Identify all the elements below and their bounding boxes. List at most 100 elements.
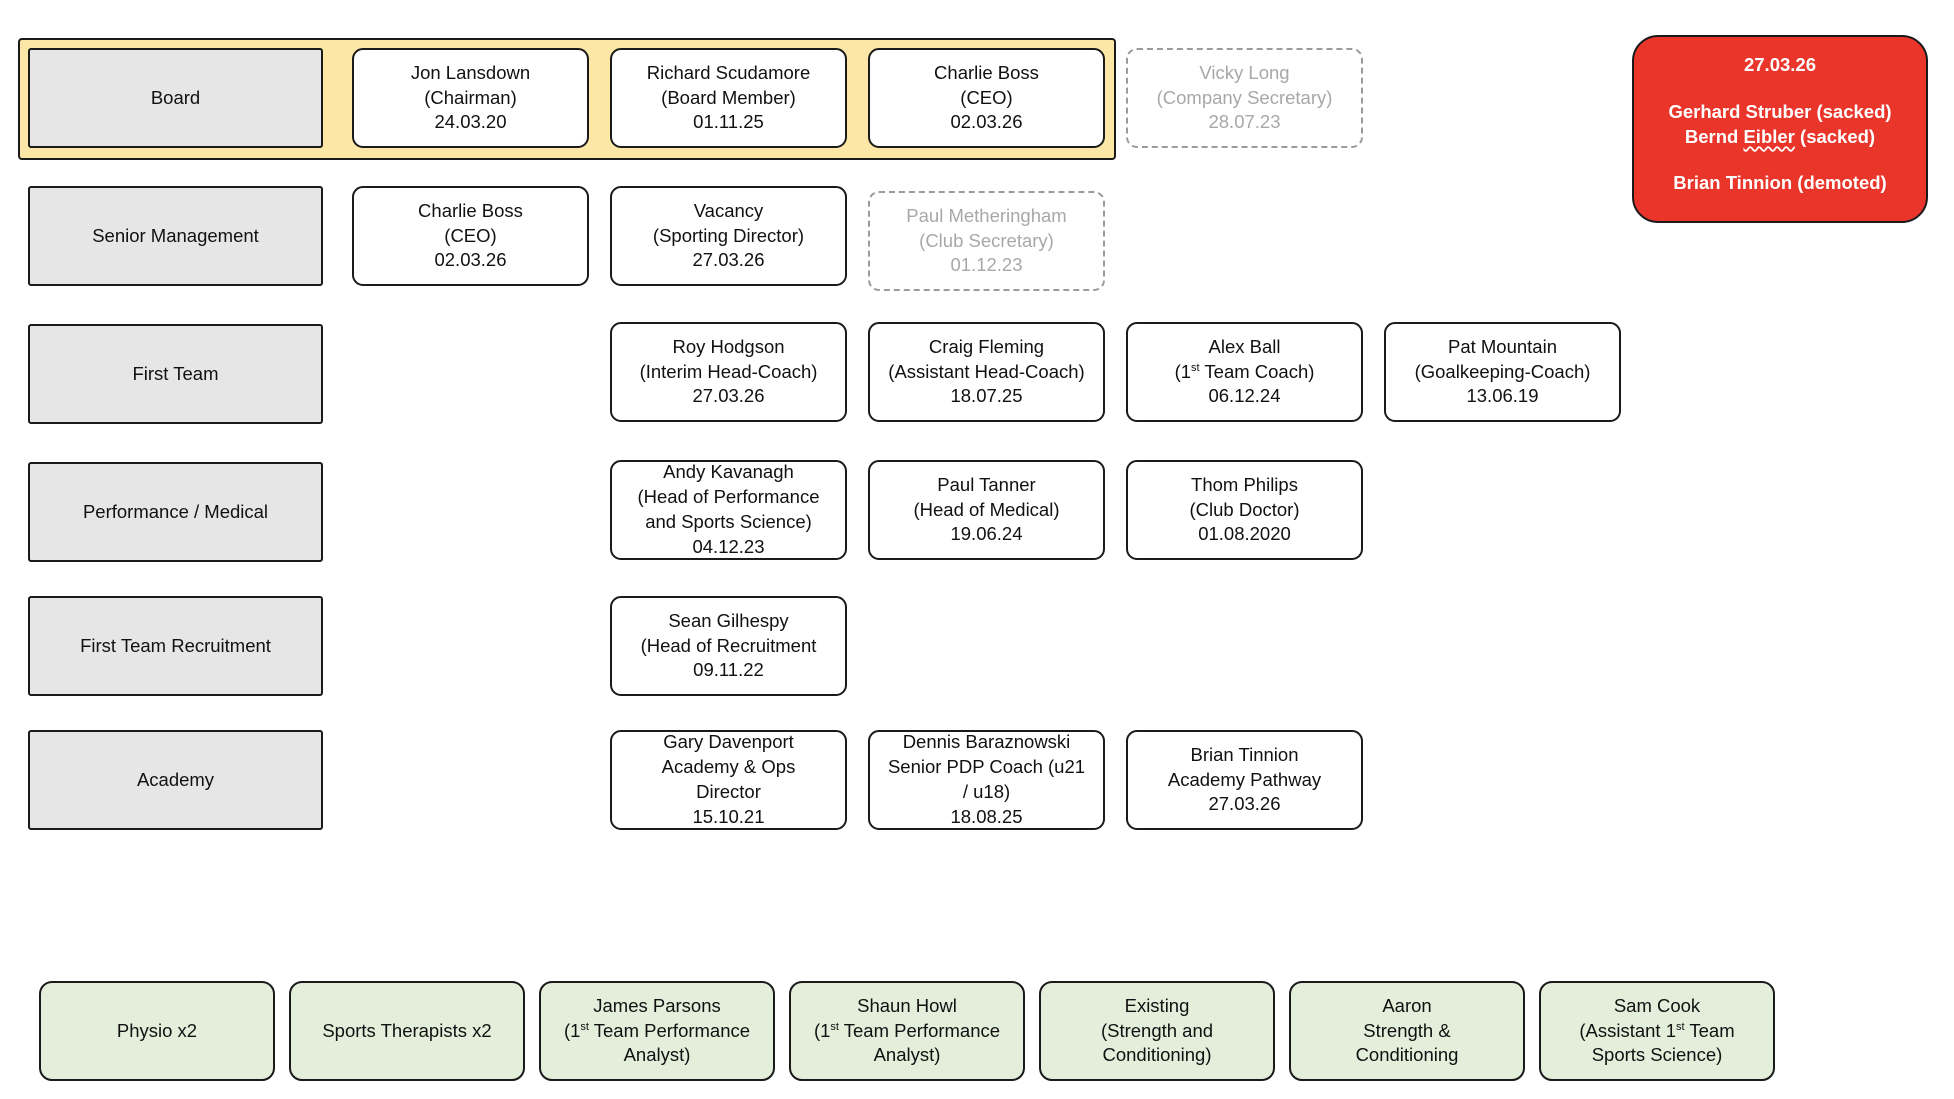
row-label-performance-medical: Performance / Medical xyxy=(28,462,323,562)
row-label-text: Academy xyxy=(136,768,215,790)
support-line: (Assistant 1st Team xyxy=(1579,1019,1735,1041)
person-role: (Company Secretary) xyxy=(1156,86,1333,108)
support-line: (Strength and xyxy=(1100,1019,1214,1041)
support-card-aaron: Aaron Strength & Conditioning xyxy=(1289,981,1525,1081)
first-team-card-roy-hodgson: Roy Hodgson (Interim Head-Coach) 27.03.2… xyxy=(610,322,847,422)
board-card-vicky-long: Vicky Long (Company Secretary) 28.07.23 xyxy=(1126,48,1363,148)
person-date: 27.03.26 xyxy=(692,249,765,271)
person-date: 27.03.26 xyxy=(692,385,765,407)
person-name: Jon Lansdown xyxy=(410,61,531,83)
support-card-physio: Physio x2 xyxy=(39,981,275,1081)
person-role: Academy & Ops xyxy=(661,756,796,778)
person-role: (Assistant Head-Coach) xyxy=(888,360,1085,382)
person-role: (Goalkeeping-Coach) xyxy=(1414,360,1591,382)
notice-line-eibler: Bernd Eibler (sacked) xyxy=(1684,125,1876,147)
person-name: Paul Tanner xyxy=(937,473,1036,495)
person-date: 28.07.23 xyxy=(1208,111,1281,133)
person-role: Director xyxy=(696,781,761,802)
person-role: Senior PDP Coach (u21 xyxy=(887,756,1086,778)
person-role: and Sports Science) xyxy=(645,511,812,532)
board-card-richard-scudamore: Richard Scudamore (Board Member) 01.11.2… xyxy=(610,48,847,148)
support-line: (1st Team Performance xyxy=(563,1019,751,1041)
person-role: (CEO) xyxy=(960,86,1013,108)
support-line: Conditioning) xyxy=(1102,1044,1212,1066)
person-role: (CEO) xyxy=(444,224,497,246)
person-name: Pat Mountain xyxy=(1447,335,1557,357)
person-date: 02.03.26 xyxy=(434,249,507,271)
performance-card-paul-tanner: Paul Tanner (Head of Medical) 19.06.24 xyxy=(868,460,1105,560)
support-line: Conditioning xyxy=(1355,1044,1459,1066)
person-date: 27.03.26 xyxy=(1208,793,1281,815)
person-name: Vicky Long xyxy=(1199,61,1290,83)
person-name: Gary Davenport xyxy=(663,731,794,753)
row-label-first-team: First Team xyxy=(28,324,323,424)
person-name: Charlie Boss xyxy=(418,199,523,221)
row-label-academy: Academy xyxy=(28,730,323,830)
person-date: 18.08.25 xyxy=(950,805,1023,827)
person-date: 01.08.2020 xyxy=(1198,523,1291,545)
support-card-shaun-howl: Shaun Howl (1st Team Performance Analyst… xyxy=(789,981,1025,1081)
support-line: Sam Cook xyxy=(1613,994,1701,1016)
support-line: Analyst) xyxy=(873,1044,941,1066)
row-label-senior-management: Senior Management xyxy=(28,186,323,286)
person-name: Andy Kavanagh xyxy=(663,461,794,483)
person-name: Vacancy xyxy=(693,199,764,221)
person-role: (Club Doctor) xyxy=(1189,498,1300,520)
first-team-card-alex-ball: Alex Ball (1st Team Coach) 06.12.24 xyxy=(1126,322,1363,422)
person-role: (Head of Performance xyxy=(637,486,820,508)
spellcheck-underline: Eibler xyxy=(1743,125,1795,147)
person-role: (Board Member) xyxy=(661,86,796,108)
person-date: 15.10.21 xyxy=(692,805,765,827)
academy-card-brian-tinnion: Brian Tinnion Academy Pathway 27.03.26 xyxy=(1126,730,1363,830)
person-date: 24.03.20 xyxy=(434,111,507,133)
person-date: 01.11.25 xyxy=(693,111,764,133)
person-role: (Sporting Director) xyxy=(652,224,805,246)
person-date: 18.07.25 xyxy=(950,385,1023,407)
support-line: Existing xyxy=(1124,994,1190,1016)
person-name: Sean Gilhespy xyxy=(668,609,789,631)
person-date: 13.06.19 xyxy=(1466,385,1539,407)
row-label-text: Senior Management xyxy=(92,224,259,246)
person-date: 02.03.26 xyxy=(950,111,1023,133)
person-date: 19.06.24 xyxy=(950,523,1023,545)
first-team-card-pat-mountain: Pat Mountain (Goalkeeping-Coach) 13.06.1… xyxy=(1384,322,1621,422)
person-name: Charlie Boss xyxy=(934,61,1039,83)
person-role: Academy Pathway xyxy=(1167,768,1322,790)
person-name: Craig Fleming xyxy=(928,335,1045,357)
person-date: 09.11.22 xyxy=(693,659,764,681)
person-date: 04.12.23 xyxy=(692,535,765,557)
support-card-sam-cook: Sam Cook (Assistant 1st Team Sports Scie… xyxy=(1539,981,1775,1081)
support-line: Physio x2 xyxy=(116,1019,198,1041)
person-role: (Club Secretary) xyxy=(919,229,1054,251)
person-role: (Head of Recruitment xyxy=(640,634,817,656)
performance-card-thom-philips: Thom Philips (Club Doctor) 01.08.2020 xyxy=(1126,460,1363,560)
academy-card-gary-davenport: Gary Davenport Academy & Ops Director 15… xyxy=(610,730,847,830)
person-date: 01.12.23 xyxy=(950,254,1023,276)
person-name: Thom Philips xyxy=(1191,473,1298,495)
person-name: Dennis Baraznowski xyxy=(902,731,1071,753)
performance-card-andy-kavanagh: Andy Kavanagh (Head of Performance and S… xyxy=(610,460,847,560)
person-date: 06.12.24 xyxy=(1208,385,1281,407)
row-label-text: Board xyxy=(150,86,201,108)
notice-line-tinnion: Brian Tinnion (demoted) xyxy=(1673,172,1887,194)
support-line: Analyst) xyxy=(623,1044,691,1066)
support-line: James Parsons xyxy=(593,994,721,1016)
person-role: (Chairman) xyxy=(424,86,517,108)
support-card-existing-sc: Existing (Strength and Conditioning) xyxy=(1039,981,1275,1081)
person-name: Paul Metheringham xyxy=(906,204,1067,226)
senior-card-charlie-boss: Charlie Boss (CEO) 02.03.26 xyxy=(352,186,589,286)
departures-notice: 27.03.26 Gerhard Struber (sacked) Bernd … xyxy=(1632,35,1928,223)
row-label-text: First Team xyxy=(132,362,219,384)
row-label-board: Board xyxy=(28,48,323,148)
person-name: Brian Tinnion xyxy=(1190,743,1299,765)
person-role: (Head of Medical) xyxy=(913,498,1060,520)
person-name: Richard Scudamore xyxy=(646,61,811,83)
support-line: Strength & xyxy=(1363,1019,1451,1041)
person-name: Alex Ball xyxy=(1208,335,1281,357)
first-team-card-craig-fleming: Craig Fleming (Assistant Head-Coach) 18.… xyxy=(868,322,1105,422)
recruitment-card-sean-gilhespy: Sean Gilhespy (Head of Recruitment 09.11… xyxy=(610,596,847,696)
board-card-charlie-boss: Charlie Boss (CEO) 02.03.26 xyxy=(868,48,1105,148)
academy-card-dennis-baraznowski: Dennis Baraznowski Senior PDP Coach (u21… xyxy=(868,730,1105,830)
support-line: (1st Team Performance xyxy=(813,1019,1001,1041)
person-role: (1st Team Coach) xyxy=(1174,360,1315,382)
